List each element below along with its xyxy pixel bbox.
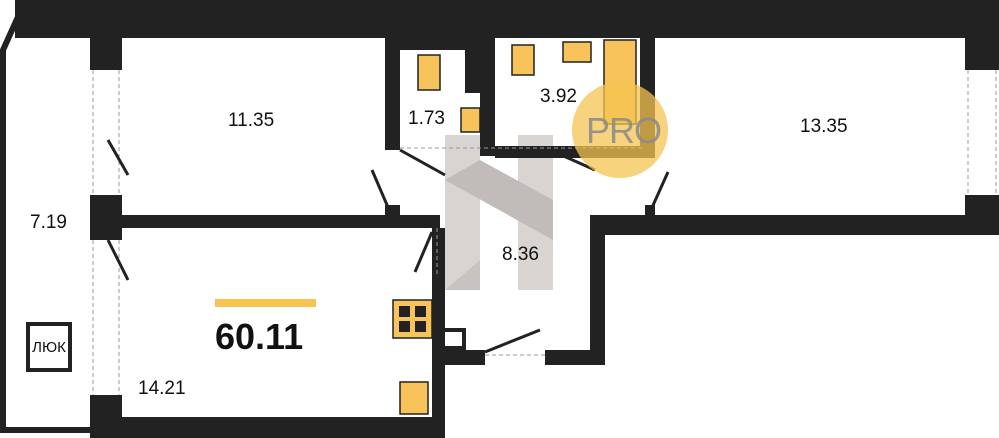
hatch-label: ЛЮК xyxy=(26,322,72,372)
walls xyxy=(15,0,999,438)
toilet-icon xyxy=(417,54,441,91)
room-area-bedroom-right: 13.35 xyxy=(800,116,848,137)
kitchen-sink-icon xyxy=(399,381,429,415)
balcony-outline xyxy=(0,5,90,433)
sink-icon-2 xyxy=(460,107,481,133)
watermark-circle xyxy=(572,82,668,178)
doors xyxy=(106,139,670,354)
total-area: 60.11 xyxy=(215,316,304,357)
room-area-bedroom: 11.35 xyxy=(228,110,275,131)
room-area-toilet: 1.73 xyxy=(408,108,445,129)
total-area-bar xyxy=(215,299,316,307)
room-area-balcony: 7.19 xyxy=(30,212,67,233)
watermark-text: PRO xyxy=(586,110,662,151)
room-area-hallway: 8.36 xyxy=(502,244,539,265)
toilet-icon-2 xyxy=(511,44,535,76)
room-area-bathroom: 3.92 xyxy=(540,86,577,107)
stove-icon xyxy=(392,299,433,339)
hallway-watermark xyxy=(445,135,553,290)
room-area-kitchen: 14.21 xyxy=(138,378,186,399)
sink-icon xyxy=(562,41,592,63)
